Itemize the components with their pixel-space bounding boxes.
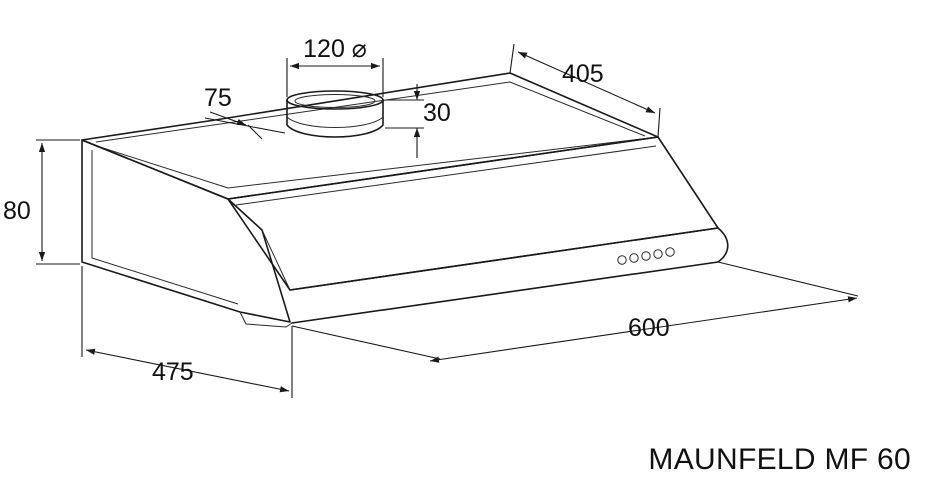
dim-duct-diameter: 120 ⌀ [286,35,384,97]
button-icon [641,251,651,261]
hood-front-panel [227,136,719,291]
duct-top-rim [286,90,384,110]
dim-duct-offset: 75 [204,84,286,140]
dim-width: 600 [291,261,859,363]
button-icon [629,253,639,263]
dim-label-height: 80 [3,197,31,225]
hood-fascia [289,227,729,324]
button-icon [653,249,663,259]
dim-label-depth-top: 405 [562,60,604,88]
button-icon [617,255,627,265]
hood-left-side-inner [91,150,239,305]
dim-label-depth-side: 475 [152,358,194,386]
hood-front-edge [235,145,657,206]
duct-collar [286,90,384,138]
hood-left-side [81,139,291,323]
duct-body [286,99,384,138]
dim-label-duct-height: 30 [423,99,451,127]
button-icon [665,247,675,257]
duct-inner-rim [294,94,376,108]
dim-label-duct-diameter: 120 ⌀ [303,35,367,63]
hood-top-plate [81,72,659,200]
hood-top-seam-2 [99,137,651,189]
dim-height: 80 [3,139,80,265]
dim-duct-height: 30 [385,84,451,158]
duct-lower-band [286,116,384,128]
hood-fascia-line [261,229,291,291]
dim-depth-side: 475 [81,266,293,398]
dim-label-duct-offset: 75 [204,84,232,112]
dim-label-width: 600 [628,314,670,342]
model-caption: MAUNFELD MF 60 [648,443,911,476]
hood-bottom-skirt [239,311,293,328]
hood-body [81,72,729,328]
dim-depth-top: 405 [509,43,661,138]
hood-top-seam [95,81,646,143]
control-buttons [617,247,675,265]
